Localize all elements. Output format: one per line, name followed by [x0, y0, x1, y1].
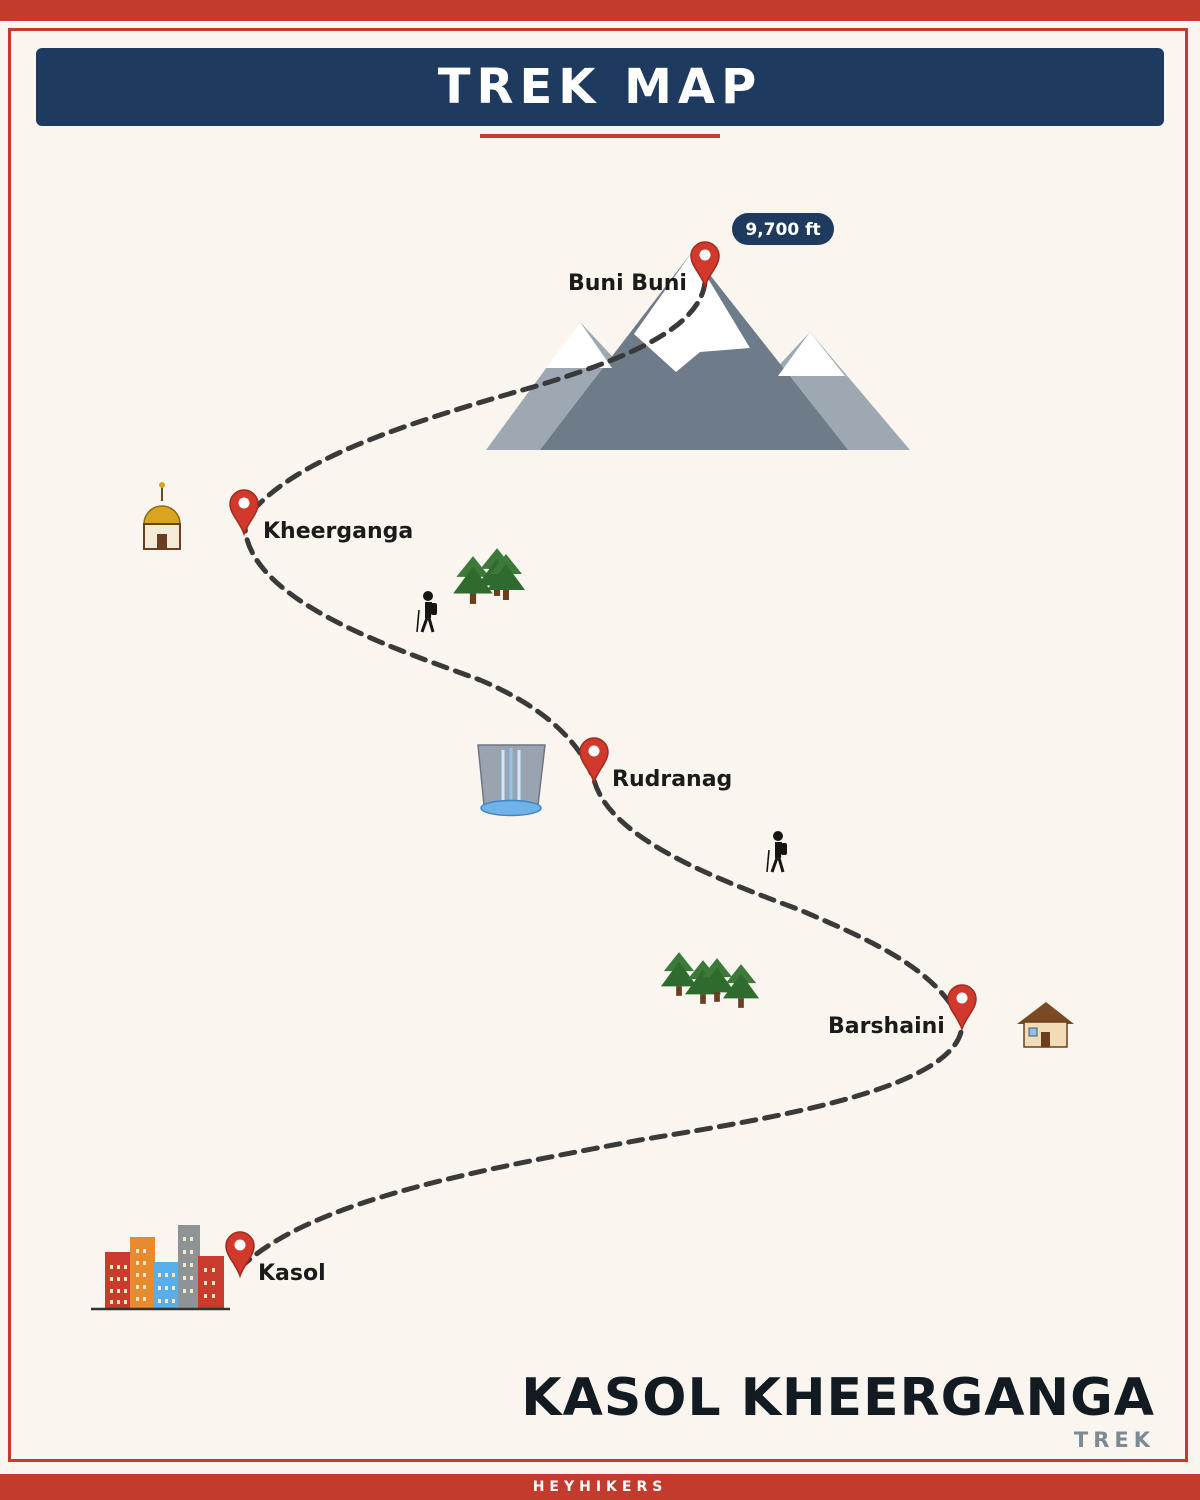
mountain-icon [486, 252, 910, 450]
pine-trees-icon [660, 952, 760, 1008]
waypoint-label-kasol: Kasol [258, 1261, 326, 1286]
map-pin-icon [225, 1231, 255, 1277]
header-banner: TREK MAP [36, 48, 1164, 126]
trek-name-subtitle: TREK [1073, 1428, 1155, 1452]
city-buildings-icon [91, 1225, 230, 1311]
map-pin-icon [947, 984, 977, 1030]
waypoint-label-buni-buni: Buni Buni [568, 271, 687, 296]
hiker-icon [765, 830, 789, 874]
map-frame [8, 28, 1188, 1462]
trek-name-title: KASOL KHEERGANGA [521, 1368, 1155, 1428]
waypoint-label-rudranag: Rudranag [612, 767, 732, 792]
trail-path [237, 279, 965, 1271]
title-underline [480, 134, 720, 138]
map-pin-icon [579, 737, 609, 783]
bottom-brand-bar: HEYHIKERS [0, 1474, 1200, 1500]
waterfall-icon [477, 744, 546, 817]
altitude-badge: 9,700 ft [732, 213, 834, 245]
map-pin-icon [229, 489, 259, 535]
hiker-icon [415, 590, 439, 634]
page-title: TREK MAP [437, 59, 763, 115]
pine-trees-icon [453, 548, 525, 604]
brand-name: HEYHIKERS [532, 1479, 668, 1495]
waypoint-label-kheerganga: Kheerganga [263, 519, 413, 544]
top-accent-bar [0, 0, 1200, 21]
house-icon [1017, 1002, 1074, 1048]
temple-icon [143, 482, 181, 550]
waypoint-label-barshaini: Barshaini [828, 1014, 945, 1039]
altitude-badge-text: 9,700 ft [745, 220, 820, 240]
